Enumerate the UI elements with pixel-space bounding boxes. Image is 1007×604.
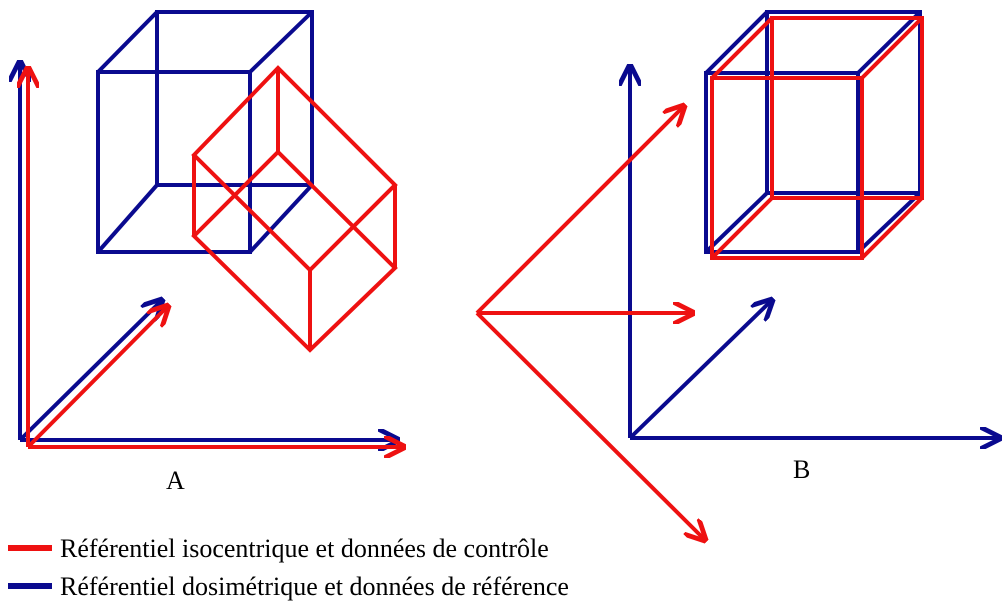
legend-item-control: Référentiel isocentrique et données de c… (8, 534, 549, 563)
reference-axis-z (18, 300, 162, 442)
cube-edge (856, 191, 922, 254)
panel-label-a: A (166, 466, 185, 495)
control-axes-a (28, 68, 404, 447)
cube-edge (710, 16, 774, 80)
cube-back-face (155, 10, 314, 187)
control-axis-3 (475, 311, 705, 540)
cube-edge (860, 16, 924, 80)
cube-back-face (765, 10, 922, 195)
control-cube-a (191, 65, 398, 353)
control-axes-b (475, 106, 705, 540)
panel-a: A (20, 10, 404, 495)
cube-front-face (704, 71, 860, 254)
cube-edge (248, 10, 314, 74)
cube-edge (96, 10, 159, 74)
cube-edge (96, 183, 159, 254)
cube-edge (248, 183, 314, 254)
panel-b: B (475, 10, 1000, 540)
reference-axes-a (20, 62, 398, 440)
cube-back-face (770, 16, 924, 200)
cube-front-face (710, 76, 864, 260)
legend: Référentiel isocentrique et données de c… (8, 534, 569, 601)
legend-label-control: Référentiel isocentrique et données de c… (60, 534, 549, 563)
panel-label-b: B (793, 455, 810, 484)
reference-cube-b (704, 10, 922, 254)
cube-edge (704, 10, 769, 75)
cube-edge (710, 196, 774, 260)
control-axis-z (26, 306, 168, 449)
reference-axis-z (628, 300, 772, 440)
cube-edge (704, 191, 769, 254)
control-cube-b (710, 16, 924, 260)
cube-edge (860, 196, 924, 260)
legend-label-reference: Référentiel dosimétrique et données de r… (60, 572, 569, 601)
legend-item-reference: Référentiel dosimétrique et données de r… (8, 572, 569, 601)
cube-edge (856, 10, 922, 75)
control-axis-1 (475, 106, 684, 315)
reference-axes-b (630, 66, 1000, 438)
